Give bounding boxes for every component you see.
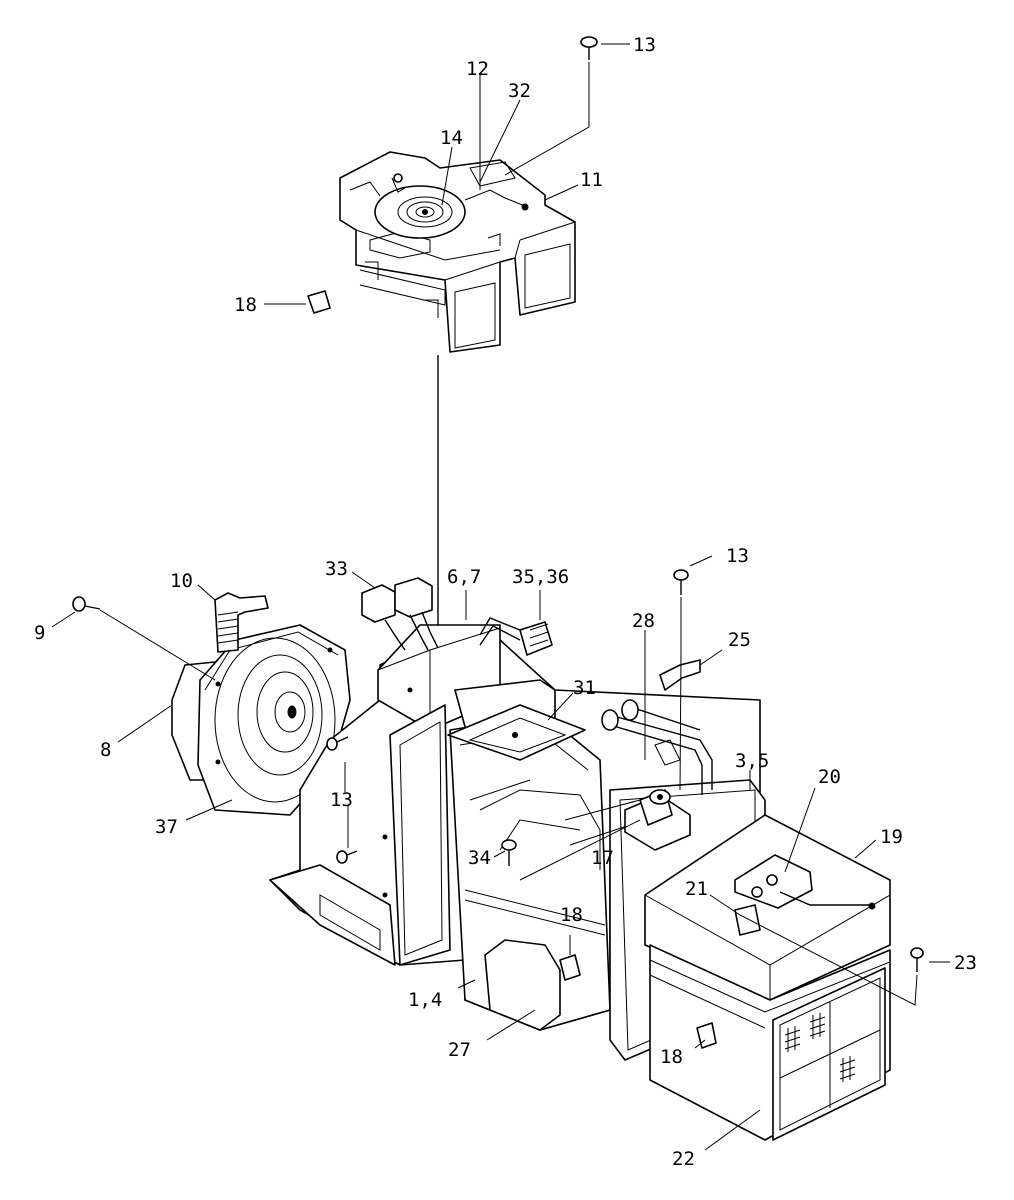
callout-6-7: 6,7 [447,566,481,588]
callout-28: 28 [632,610,655,632]
callout-18-upper: 18 [234,294,257,316]
mount-20-21 [734,854,876,936]
callout-18-lower: 18 [660,1046,683,1068]
callout-13-top: 13 [633,34,656,56]
screw-13-mid [673,569,689,595]
upper-housing [339,151,576,353]
callout-9: 9 [34,622,45,644]
callout-10: 10 [170,570,193,592]
callout-37: 37 [155,816,178,838]
callout-33: 33 [325,558,348,580]
screw-23 [910,947,924,972]
callout-1-4: 1,4 [408,989,442,1011]
duct-elbow [214,592,269,653]
callout-27: 27 [448,1039,471,1061]
callout-14: 14 [440,127,463,149]
callout-13-mid: 13 [726,545,749,567]
connector-35-36 [479,617,553,656]
callout-8: 8 [100,739,111,761]
screw-9 [72,596,101,612]
screw-34 [501,839,517,866]
callout-23: 23 [954,952,977,974]
callout-35-36: 35,36 [512,566,569,588]
connector-33 [361,577,439,651]
callout-13-left: 13 [330,789,353,811]
clip-25 [659,659,701,691]
callout-17: 17 [591,847,614,869]
callout-22: 22 [672,1148,695,1170]
callout-19: 19 [880,826,903,848]
clip-18-upper [307,290,331,314]
callout-21: 21 [685,878,708,900]
screws [72,36,924,972]
screw-13-left-a [326,736,349,751]
screw-13-top [580,36,598,60]
screw-13-left-b [336,850,358,864]
callout-31: 31 [573,677,596,699]
blower-assembly [171,624,351,816]
leader-lines [51,43,950,1151]
callout-20: 20 [818,766,841,788]
fan-motor-plate [374,173,529,239]
callout-11: 11 [580,169,603,191]
pipes-28 [601,699,713,795]
callout-labels: 13 12 32 14 11 18 33 6,7 35,36 13 10 9 2… [34,34,977,1170]
callout-3-5: 3,5 [735,750,769,772]
clips-18-lower [559,954,717,1049]
filter-box [644,814,891,1141]
callout-12: 12 [466,58,489,80]
callout-25: 25 [728,629,751,651]
flap-31 [447,704,586,761]
valve-17 [624,789,691,851]
callout-32: 32 [508,80,531,102]
filter-mesh [784,1013,856,1082]
callout-18-mid: 18 [560,904,583,926]
callout-34: 34 [468,847,491,869]
